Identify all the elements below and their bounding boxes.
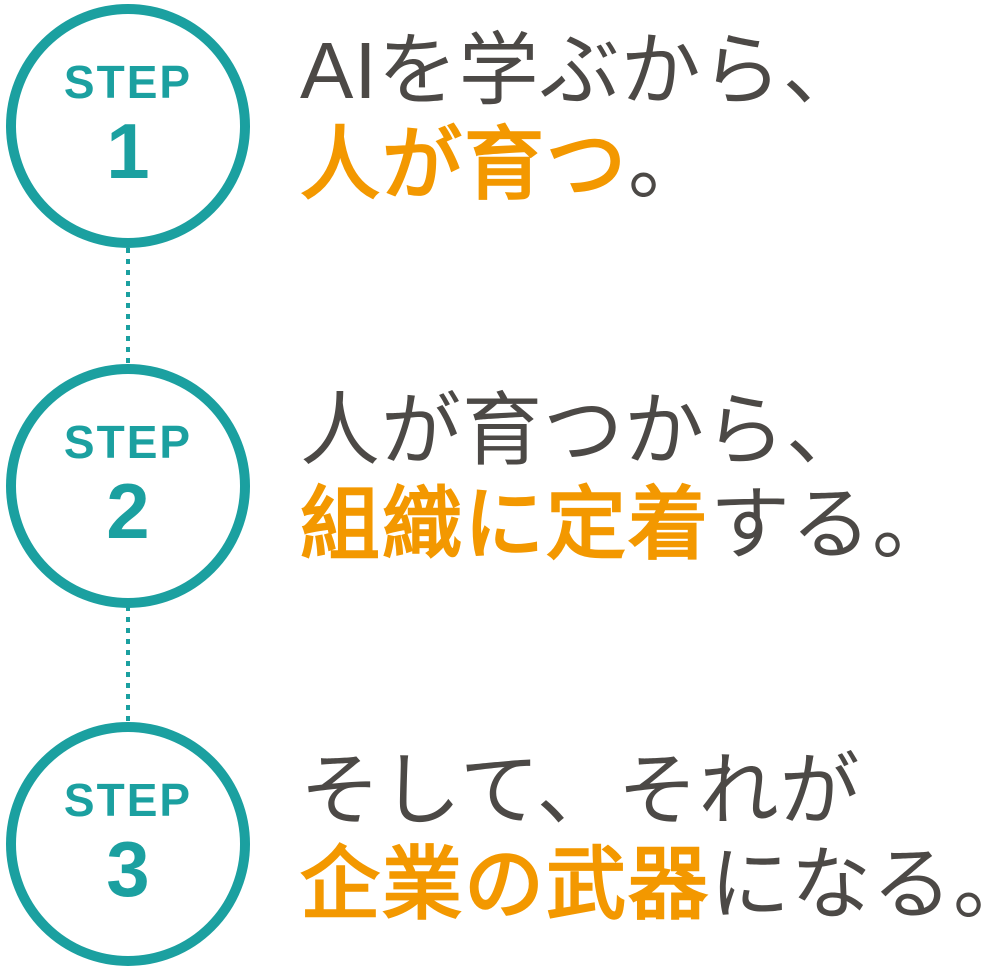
step-2-line-2: 組織に定着する。 (300, 478, 1000, 572)
step-2-text: 人が育つから、 組織に定着する。 (300, 384, 1000, 571)
step-1-badge: STEP 1 (6, 4, 250, 248)
step-2-emphasis: 組織に定着 (300, 479, 710, 569)
step-1-text: AIを学ぶから、 人が育つ。 (300, 24, 1000, 211)
step-1-line-2: 人が育つ。 (300, 118, 1000, 212)
step-3-text: そして、それが 企業の武器になる。 (300, 744, 1000, 931)
step-3-line-2: 企業の武器になる。 (300, 838, 1000, 932)
step-1-emphasis: 人が育つ (300, 119, 628, 209)
step-3-badge-label: STEP (63, 774, 193, 827)
step-3-line-1: そして、それが (300, 746, 861, 835)
step-3-badge-number: 3 (106, 825, 150, 914)
step-2-line-2-rest: する。 (710, 479, 953, 569)
step-2-badge: STEP 2 (6, 364, 250, 608)
step-3-emphasis: 企業の武器 (300, 839, 710, 929)
dotted-connector-1 (126, 248, 130, 366)
step-2-badge-number: 2 (106, 467, 150, 556)
dotted-connector-2 (126, 606, 130, 724)
step-1-badge-number: 1 (106, 107, 150, 196)
step-1-line-2-rest: 。 (628, 119, 709, 209)
step-2-line-1: 人が育つから、 (300, 386, 867, 475)
step-1-badge-label: STEP (63, 56, 193, 109)
step-3-line-2-rest: になる。 (710, 839, 1000, 929)
step-3-badge: STEP 3 (6, 722, 250, 966)
step-1-line-1: AIを学ぶから、 (300, 26, 864, 115)
step-2-badge-label: STEP (63, 416, 193, 469)
